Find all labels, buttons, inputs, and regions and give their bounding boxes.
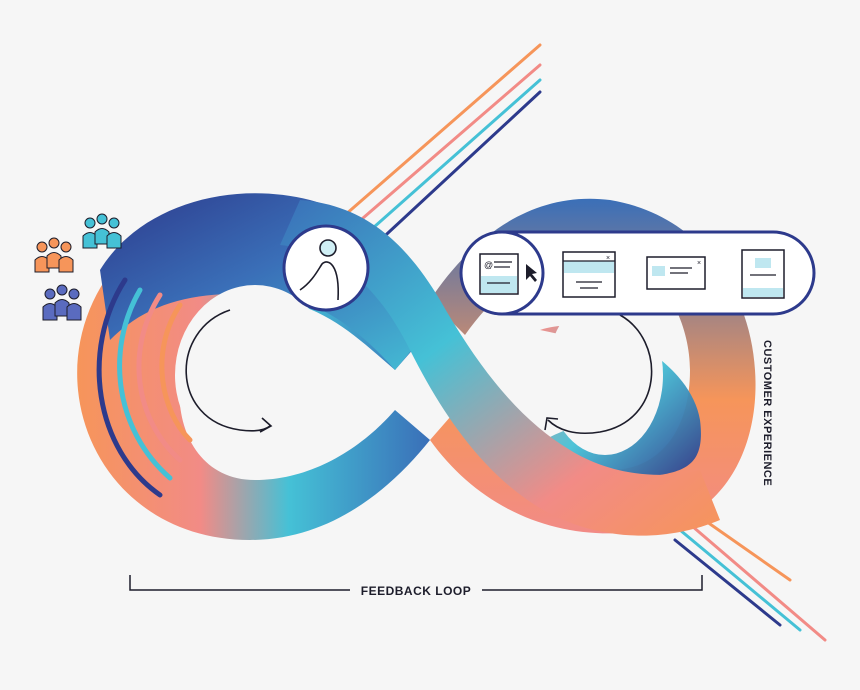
feedback-loop-bracket — [129, 575, 703, 591]
people-group-orange-icon — [34, 237, 74, 273]
svg-text:×: × — [606, 255, 610, 262]
people-group-navy-icon — [42, 284, 82, 321]
feedback-loop-label: FEEDBACK LOOP — [361, 584, 472, 598]
browser-window-icon: × — [562, 251, 616, 298]
svg-text:×: × — [697, 260, 701, 267]
popup-window-icon: × — [646, 256, 706, 290]
page-document-icon — [741, 249, 785, 299]
cursor-arrow-icon — [526, 264, 537, 282]
customer-experience-label: CUSTOMER EXPERIENCE — [761, 340, 773, 486]
email-window-icon: @ — [479, 253, 519, 295]
diagonal-accent-lines — [343, 43, 827, 642]
counterclockwise-arrow-icon — [544, 314, 653, 435]
infinity-crossing-band — [280, 200, 720, 536]
people-group-teal-icon — [82, 213, 122, 249]
clockwise-arrow-icon — [185, 309, 273, 433]
ui-windows-panel: @ × × — [459, 230, 816, 316]
person-icon — [282, 224, 370, 312]
svg-text:@: @ — [484, 260, 493, 270]
left-loop-rainbow-arcs — [96, 277, 193, 498]
left-loop-hole — [175, 285, 335, 465]
